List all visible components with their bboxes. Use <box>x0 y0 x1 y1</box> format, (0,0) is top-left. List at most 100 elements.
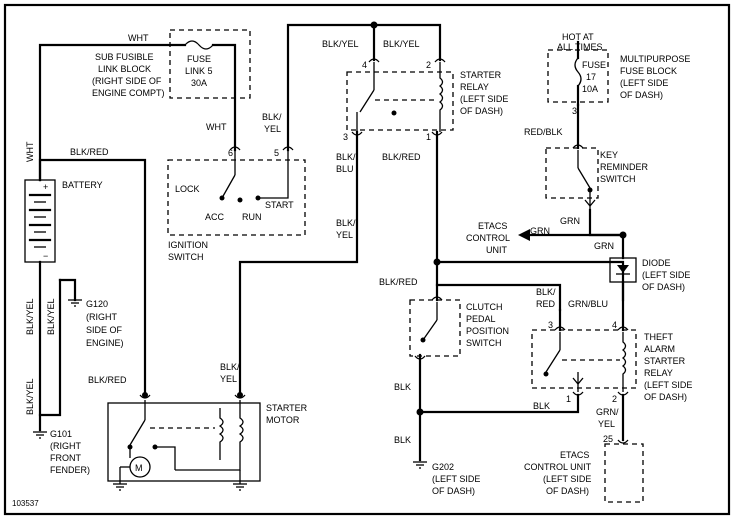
svg-text:2: 2 <box>426 60 431 70</box>
ignition-switch: 6 5 LOCK ACC RUN START IGNITION SWITCH <box>167 146 306 262</box>
svg-text:1: 1 <box>566 394 571 404</box>
svg-text:25: 25 <box>603 434 613 444</box>
ign-run: RUN <box>242 212 262 222</box>
clutch-label: CLUTCH <box>466 302 503 312</box>
svg-text:LINK BLOCK: LINK BLOCK <box>98 64 151 74</box>
fuse-17: FUSE 17 10A 3 HOT AT ALL TIMES MULTIPURP… <box>547 32 690 116</box>
svg-text:SWITCH: SWITCH <box>466 338 502 348</box>
svg-text:OF DASH): OF DASH) <box>644 392 687 402</box>
battery-plus: + <box>43 182 48 192</box>
svg-text:OF DASH): OF DASH) <box>460 106 503 116</box>
svg-text:ENGINE COMPT): ENGINE COMPT) <box>92 88 165 98</box>
svg-text:RELAY: RELAY <box>644 368 673 378</box>
svg-text:YEL: YEL <box>336 230 353 240</box>
svg-text:G101: G101 <box>50 429 72 439</box>
svg-text:1: 1 <box>426 132 431 142</box>
wire-labels: WHT WHT WHT BLK/RED BLK/YEL BLK/YEL BLK/… <box>25 33 619 445</box>
etacs-bottom-label: ETACS <box>560 450 589 460</box>
svg-text:BLU: BLU <box>336 164 354 174</box>
diagram-border <box>3 3 731 516</box>
sub-fusible-label: SUB FUSIBLE LINK BLOCK (RIGHT SIDE OF EN… <box>92 52 165 98</box>
svg-text:FENDER): FENDER) <box>50 465 90 475</box>
starter-motor-label: STARTER <box>266 403 308 413</box>
svg-text:3: 3 <box>572 106 577 116</box>
svg-text:FRONT: FRONT <box>50 453 81 463</box>
diode-label: DIODE <box>642 258 671 268</box>
svg-text:ENGINE): ENGINE) <box>86 338 124 348</box>
svg-text:(LEFT SIDE: (LEFT SIDE <box>642 270 690 280</box>
svg-text:4: 4 <box>612 320 617 330</box>
key-reminder-label: KEY <box>600 150 618 160</box>
svg-text:10A: 10A <box>582 84 598 94</box>
svg-text:GRN: GRN <box>560 216 580 226</box>
svg-text:SIDE OF: SIDE OF <box>86 325 123 335</box>
svg-text:BLK/YEL: BLK/YEL <box>322 39 359 49</box>
svg-text:ALL TIMES: ALL TIMES <box>557 42 603 52</box>
diode: DIODE (LEFT SIDE OF DASH) <box>609 257 690 292</box>
ign-pin-5: 5 <box>274 148 279 158</box>
ign-start: START <box>265 200 294 210</box>
svg-text:REMINDER: REMINDER <box>600 162 649 172</box>
svg-text:OF DASH): OF DASH) <box>432 486 475 496</box>
ign-lock: LOCK <box>175 184 200 194</box>
svg-text:ALARM: ALARM <box>644 344 675 354</box>
svg-text:RELAY: RELAY <box>460 82 489 92</box>
svg-text:GRN: GRN <box>594 241 614 251</box>
svg-text:YEL: YEL <box>598 419 615 429</box>
svg-text:YEL: YEL <box>264 124 281 134</box>
svg-text:3: 3 <box>343 132 348 142</box>
svg-text:BLK/: BLK/ <box>536 287 556 297</box>
svg-text:3: 3 <box>548 320 553 330</box>
svg-text:OF DASH): OF DASH) <box>546 486 589 496</box>
ground-g101: G101 (RIGHT FRONT FENDER) <box>33 429 90 475</box>
svg-text:UNIT: UNIT <box>486 245 507 255</box>
svg-text:LINK 5: LINK 5 <box>185 66 213 76</box>
ground-g120: G120 (RIGHT SIDE OF ENGINE) <box>68 299 124 348</box>
svg-text:(LEFT SIDE: (LEFT SIDE <box>620 78 668 88</box>
svg-text:BLK/: BLK/ <box>336 218 356 228</box>
ground-g202: G202 (LEFT SIDE OF DASH) <box>413 461 480 496</box>
junction-dots <box>142 21 627 416</box>
svg-text:MOTOR: MOTOR <box>266 415 300 425</box>
svg-text:BLK/: BLK/ <box>336 152 356 162</box>
svg-text:GRN: GRN <box>530 226 550 236</box>
starter-relay-name: STARTER <box>460 70 502 80</box>
svg-text:BLK/RED: BLK/RED <box>88 375 127 385</box>
svg-text:4: 4 <box>362 60 367 70</box>
svg-text:WHT: WHT <box>25 141 35 162</box>
svg-text:BLK: BLK <box>394 435 411 445</box>
svg-text:BLK/: BLK/ <box>262 112 282 122</box>
ignition-name: IGNITION <box>168 240 208 250</box>
starter-relay: 4 2 3 1 STARTER RELAY (LEFT SIDE OF DASH… <box>343 58 508 142</box>
svg-text:OF DASH): OF DASH) <box>620 90 663 100</box>
svg-text:(LEFT SIDE: (LEFT SIDE <box>543 474 591 484</box>
svg-text:FUSE: FUSE <box>582 60 606 70</box>
svg-text:BLK: BLK <box>533 401 550 411</box>
fuse-link-label: FUSE <box>187 54 211 64</box>
theft-relay-label: THEFT <box>644 332 673 342</box>
svg-text:WHT: WHT <box>206 122 227 132</box>
svg-text:17: 17 <box>586 72 596 82</box>
svg-text:POSITION: POSITION <box>466 326 509 336</box>
svg-text:BLK/: BLK/ <box>220 362 240 372</box>
fuse-link-block: FUSE LINK 5 30A <box>169 29 251 99</box>
svg-text:CONTROL: CONTROL <box>466 233 510 243</box>
battery: + − BATTERY <box>24 179 103 263</box>
ign-acc: ACC <box>205 212 225 222</box>
svg-text:FUSE BLOCK: FUSE BLOCK <box>620 66 677 76</box>
theft-alarm-starter-relay: 3 4 1 2 THEFT ALARM STARTER RELAY (LEFT … <box>531 320 692 404</box>
key-reminder-switch: KEY REMINDER SWITCH <box>545 144 649 210</box>
svg-text:BLK/RED: BLK/RED <box>379 277 418 287</box>
motor-symbol: M <box>135 463 143 473</box>
svg-text:G202: G202 <box>432 462 454 472</box>
wires <box>38 23 625 462</box>
svg-text:CONTROL UNIT: CONTROL UNIT <box>524 462 592 472</box>
svg-text:(RIGHT: (RIGHT <box>86 312 117 322</box>
starter-motor: M STARTER MOTOR <box>107 394 308 491</box>
svg-text:BLK: BLK <box>394 382 411 392</box>
svg-text:OF DASH): OF DASH) <box>642 282 685 292</box>
hot-at-label: HOT AT <box>562 32 594 42</box>
figure-id: 103537 <box>12 499 39 508</box>
svg-text:STARTER: STARTER <box>644 356 686 366</box>
